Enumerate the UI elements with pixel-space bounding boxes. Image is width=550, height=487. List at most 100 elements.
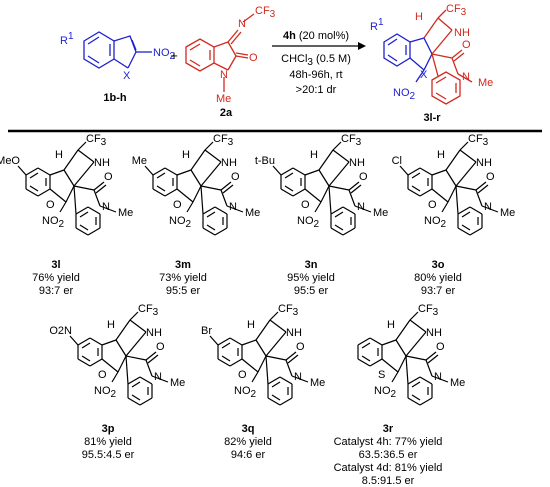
bond [280,188,294,197]
bond [292,188,306,197]
cf3-label: CF3 [138,303,159,318]
bond [101,358,119,373]
amide-n: N [220,69,228,81]
no2-label: NO2 [234,385,257,400]
bond [269,319,287,333]
bond [284,172,294,179]
n-label: N [229,201,237,213]
bond [477,184,489,194]
bond [369,337,383,346]
result-line-2: 63.5:36.5 er [359,449,418,461]
bond [257,355,267,373]
bond [220,189,228,207]
bond [65,185,75,203]
cf3-label: CF3 [341,133,362,148]
result-line-1: Catalyst 4h: 77% yield [334,436,443,448]
hetero-label: O [428,199,437,211]
nh-label: NH [476,157,492,169]
bond [330,227,344,236]
bond [314,201,322,213]
bond [145,359,153,377]
aryl-substituent-label: t-Bu [255,155,275,167]
bond [190,149,206,171]
bond [221,355,231,362]
bond [63,149,79,171]
bond [229,358,243,367]
compound-id: 3r [383,423,394,435]
h-label: H [437,149,445,161]
product-o: O [462,39,471,51]
no2-label: NO2 [374,385,397,400]
me-label: Me [500,207,515,219]
result-line-2: 94:6 er [231,449,266,461]
bond [73,185,95,191]
methyl-label: Me [216,93,231,105]
result-line-2: 95.5:4.5 er [82,449,135,461]
bond [445,149,461,171]
bond [176,169,192,176]
bond [125,331,147,357]
result-line-1: 95% yield [287,272,335,284]
bond [79,224,89,231]
bond [59,201,67,213]
bond [186,201,194,213]
bond [25,188,39,197]
product-cf3: CF3 [446,3,467,18]
bond [318,169,330,187]
bond [267,376,281,385]
o-label: O [156,341,165,353]
bond [37,167,51,176]
imine-n: N [238,18,246,30]
h-label: H [55,149,63,161]
aryl-substituent-label: Cl [392,155,402,167]
n-label: N [434,371,442,383]
bond [342,206,356,215]
bond [409,311,419,321]
bond [202,206,216,215]
product-r1: R1 [370,17,384,33]
n-label: N [154,371,162,383]
bond [69,335,79,346]
bond [214,227,228,236]
bond [328,185,332,215]
bond [292,167,306,176]
hetero-label: O [98,369,107,381]
no2-label: NO2 [94,385,117,400]
result-line-1: 73% yield [159,272,207,284]
product-nh: NH [454,27,470,39]
bond [461,211,471,218]
bond [399,165,409,176]
bond [271,394,281,401]
h-label: H [247,319,255,331]
bond [304,169,320,176]
bond [419,188,433,197]
bond [350,184,362,194]
n-label: N [102,201,110,213]
bond [93,181,105,191]
cf3-label: CF3 [418,303,439,318]
bond [164,167,178,176]
bond [265,331,287,357]
bond [397,355,407,373]
bond [156,185,166,192]
bond [447,185,457,203]
bond [469,206,483,215]
arrow-head [358,42,366,50]
hetero-label: O [238,369,247,381]
bond [75,227,89,236]
hetero-label: O [301,199,310,211]
me-label: Me [310,377,325,389]
bond [431,188,449,203]
bond [147,354,159,364]
bond [87,227,101,236]
bond [164,188,178,197]
bond [405,355,409,385]
bond [405,331,427,357]
bond [475,189,483,207]
result-line-4: 8.5:91.5 er [362,475,415,487]
bond [125,355,129,385]
compound-id: 3n [305,259,318,271]
bond [284,185,294,192]
bond [217,358,231,367]
bond [129,319,147,333]
